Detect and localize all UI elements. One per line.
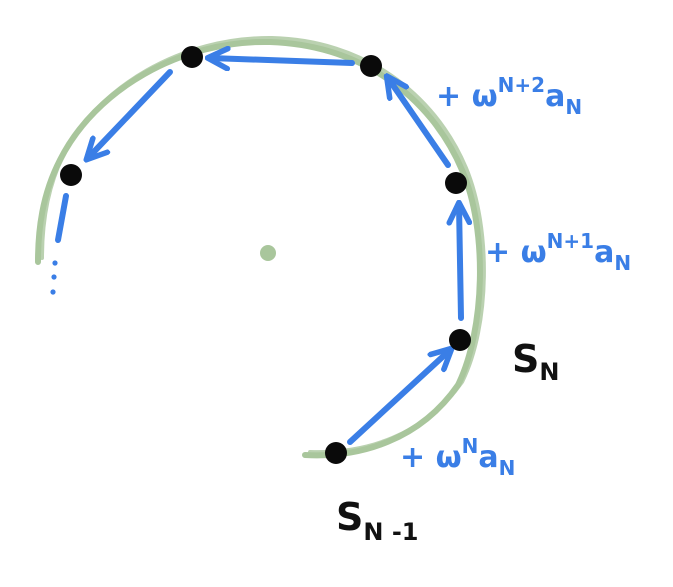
arrow-p3-to-p4	[210, 58, 355, 63]
arrow-p4-to-p5	[88, 69, 173, 158]
term-label-0: + ωNaN	[400, 434, 515, 480]
arrow-sn1-to-sn	[347, 350, 450, 445]
point-3	[360, 55, 382, 77]
point-s-n-minus-1	[325, 442, 347, 464]
arrow-sn-to-p2	[459, 205, 461, 321]
chord-arrows	[55, 58, 461, 445]
point-s-n	[449, 329, 471, 351]
term-label-2: + ωN+2aN	[436, 73, 582, 119]
center-point	[260, 245, 276, 261]
point-4	[181, 46, 203, 68]
point-5	[60, 164, 82, 186]
arrow-p2-to-p3	[388, 78, 451, 168]
label-s-n: SN	[512, 337, 559, 386]
ellipsis-dots	[50, 260, 58, 295]
label-s-n-minus-1: SN -1	[336, 495, 418, 546]
term-label-1: + ωN+1aN	[485, 229, 631, 275]
arrow-p5-continues	[55, 193, 69, 243]
point-2	[445, 172, 467, 194]
partial-sum-points	[60, 46, 471, 464]
